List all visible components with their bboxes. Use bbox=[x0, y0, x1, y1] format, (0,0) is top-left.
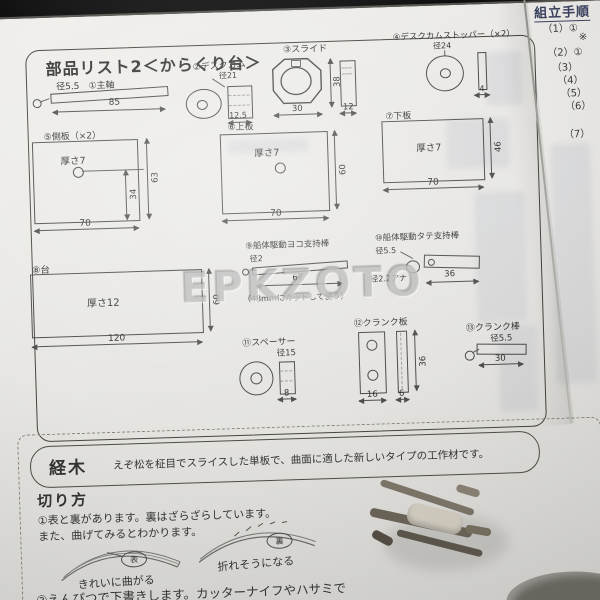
part-6-height-dimline bbox=[333, 130, 338, 209]
part-11-thickness-value: 8 bbox=[283, 388, 290, 399]
part-3-front-outline bbox=[272, 57, 323, 105]
part-2-diameter: 径21 bbox=[218, 70, 238, 81]
part-13-length-value: 30 bbox=[494, 353, 506, 364]
part-3-label: ③スライド bbox=[282, 44, 328, 56]
leader-line bbox=[39, 98, 50, 103]
part-6-plate bbox=[219, 131, 331, 215]
part-12-drawing: ⑫クランク板 16 6 36 bbox=[347, 312, 438, 413]
assembly-item: （1）① bbox=[542, 23, 579, 36]
part-5-drawing: ⑤側板（×2） 厚さ7 63 34 70 bbox=[29, 124, 167, 240]
part-3-width-value: 30 bbox=[291, 103, 303, 115]
part-12-height-value: 36 bbox=[418, 355, 429, 367]
part-6-drawing: ⑥上板 厚さ7 60 70 bbox=[217, 114, 355, 230]
part-1-length-dimline bbox=[52, 108, 165, 113]
part-12-thickness-value: 6 bbox=[398, 388, 405, 399]
watermark: EPKZOTO bbox=[179, 256, 425, 313]
part-5-plate bbox=[31, 138, 141, 225]
cutting-heading: 切り方 bbox=[36, 490, 89, 511]
part-11-drawing: ⑪スペーサー 径15 8 bbox=[236, 331, 326, 412]
part-4-thickness-value: 4 bbox=[479, 84, 485, 94]
assembly-item: ※ bbox=[578, 31, 588, 44]
part-6-height-value: 60 bbox=[338, 163, 349, 176]
clip-end bbox=[455, 483, 481, 498]
part-5-height-value: 63 bbox=[150, 171, 161, 184]
part-5-hole-value: 34 bbox=[128, 188, 140, 200]
part-1-length-value: 85 bbox=[108, 97, 121, 108]
part-6-label: ⑥上板 bbox=[227, 122, 254, 134]
part-4-diameter: 径24 bbox=[432, 41, 452, 51]
part-12-label: ⑫クランク板 bbox=[353, 317, 408, 330]
part-3-thickness-value: 12 bbox=[342, 102, 354, 113]
part-8-thickness: 厚さ12 bbox=[86, 297, 120, 310]
part-5-width-value: 70 bbox=[79, 218, 92, 229]
part-8-width-value: 120 bbox=[107, 333, 126, 345]
assembly-item: （6） bbox=[564, 100, 592, 113]
part-10-length-value: 36 bbox=[444, 269, 456, 280]
part-6-thickness: 厚さ7 bbox=[254, 147, 280, 160]
part-7-width-value: 70 bbox=[427, 177, 439, 188]
assembly-item: （2）① bbox=[547, 46, 583, 60]
part-7-drawing: ⑦下板 厚さ7 46 70 bbox=[377, 103, 510, 202]
part-11-diameter: 径15 bbox=[276, 348, 297, 359]
back-bend-diagram bbox=[198, 521, 316, 563]
part-10-diameter: 径5.5 bbox=[375, 245, 397, 256]
part-5-height-dimline bbox=[145, 138, 150, 219]
kigi-name: 経木 bbox=[48, 457, 88, 479]
part-7-thickness: 厚さ7 bbox=[416, 142, 442, 155]
part-12-width-value: 16 bbox=[366, 389, 378, 400]
assembly-item: （7） bbox=[563, 128, 591, 141]
part-10-label: ⑩船体駆動タテ支持棒 bbox=[374, 230, 460, 244]
part-9-label: ⑨船体駆動ヨコ支持棒 bbox=[245, 239, 330, 252]
part-3-height-dimline bbox=[329, 58, 332, 107]
part-5-thickness: 厚さ7 bbox=[60, 155, 86, 168]
part-12-height-dimline bbox=[413, 330, 417, 391]
back-side-text: 裏 bbox=[275, 536, 284, 546]
part-10-length-dimline bbox=[426, 280, 479, 284]
part-7-height-value: 46 bbox=[493, 141, 504, 153]
front-side-text: 表 bbox=[129, 554, 139, 564]
part-7-height-dimline bbox=[489, 117, 493, 178]
part-1-drawing: 径5.5 ①主軸 85 bbox=[30, 72, 181, 127]
part-13-diameter: 径5.5 bbox=[490, 333, 513, 345]
wooden-mechanism-photo bbox=[359, 463, 523, 593]
part-3-drawing: ③スライド 30 38 12 bbox=[271, 39, 378, 122]
part-4-thickness-dimline bbox=[474, 93, 490, 96]
part-6-width-value: 70 bbox=[270, 208, 282, 219]
part-12-thickness-dimline bbox=[396, 398, 410, 401]
